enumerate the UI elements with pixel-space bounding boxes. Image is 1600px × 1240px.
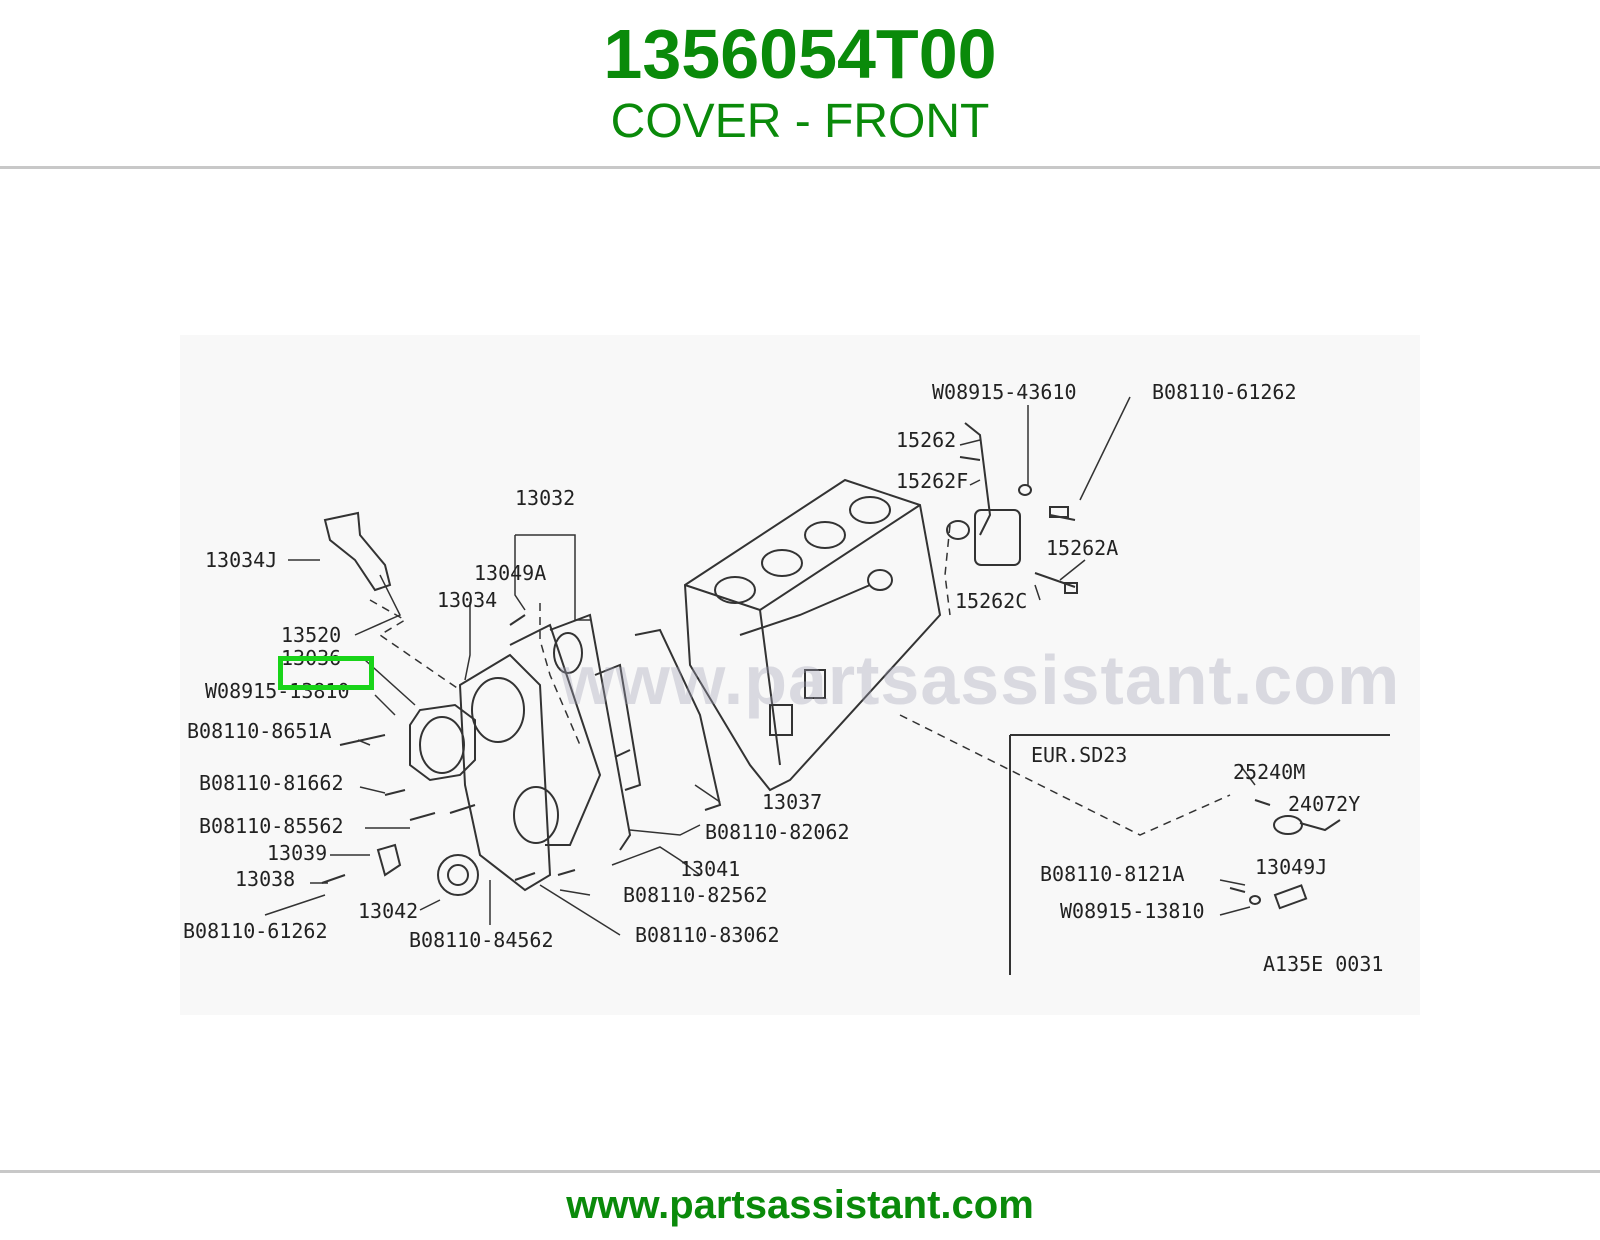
label-w-08915-13810-inset: W08915-13810 [1060, 899, 1205, 923]
label-13034: 13034 [437, 588, 497, 612]
leader-lines [264, 396, 1256, 936]
label-13520: 13520 [281, 623, 341, 647]
label-13041: 13041 [680, 857, 740, 881]
inset-frame [1009, 734, 1390, 975]
part-number: 1356054T00 [603, 15, 997, 93]
label-24072y: 24072Y [1288, 792, 1360, 816]
footer-url[interactable]: www.partsassistant.com [566, 1183, 1034, 1227]
watermark: www.partsassistant.com [560, 641, 1401, 719]
label-b-08110-8651a: B08110-8651A [187, 719, 332, 743]
label-b-08110-83062: B08110-83062 [635, 923, 780, 947]
label-inset-title: EUR.SD23 [1031, 743, 1127, 767]
parts-diagram: W08915-43610 B08110-61262 15262 15262F 1… [180, 335, 1420, 1015]
engine-block-drawing [683, 478, 942, 792]
label-13037: 13037 [762, 790, 822, 814]
inset-drawing [1229, 799, 1341, 910]
label-13049a: 13049A [474, 561, 546, 585]
label-b-08110-61262-bot: B08110-61262 [183, 919, 328, 943]
bolts-drawing [321, 614, 631, 884]
dashed-lines [369, 524, 1231, 836]
label-15262a: 15262A [1046, 536, 1118, 560]
label-13034j: 13034J [205, 548, 277, 572]
label-15262c: 15262C [955, 589, 1027, 613]
label-b-08110-8121a: B08110-8121A [1040, 862, 1185, 886]
label-13042: 13042 [358, 899, 418, 923]
label-w-08915-13810: W08915-13810 [205, 679, 350, 703]
label-13039: 13039 [267, 841, 327, 865]
label-b-08110-82562: B08110-82562 [623, 883, 768, 907]
label-b-08110-84562: B08110-84562 [409, 928, 554, 952]
label-25240m: 25240M [1233, 760, 1305, 784]
label-15262f: 15262F [896, 469, 968, 493]
label-b-08110-85562: B08110-85562 [199, 814, 344, 838]
label-b-08110-81662: B08110-81662 [199, 771, 344, 795]
header: 1356054T00 COVER - FRONT [0, 0, 1600, 168]
diagram-drawing: W08915-43610 B08110-61262 15262 15262F 1… [183, 380, 1390, 976]
label-diagram-code: A135E 0031 [1263, 952, 1383, 976]
breather-drawing [946, 422, 1078, 594]
label-15262: 15262 [896, 428, 956, 452]
part-name: COVER - FRONT [610, 95, 990, 148]
label-w-08915-43610: W08915-43610 [932, 380, 1077, 404]
footer-divider [0, 1170, 1600, 1173]
diagram-labels: W08915-43610 B08110-61262 15262 15262F 1… [183, 380, 1383, 976]
label-13049j: 13049J [1255, 855, 1327, 879]
label-13032: 13032 [515, 486, 575, 510]
header-divider [0, 166, 1600, 169]
label-b-08110-61262-top: B08110-61262 [1152, 380, 1297, 404]
selected-part-highlight[interactable] [278, 656, 374, 690]
front-cover-drawing [323, 511, 722, 896]
label-b-08110-82062: B08110-82062 [705, 820, 850, 844]
label-13038: 13038 [235, 867, 295, 891]
